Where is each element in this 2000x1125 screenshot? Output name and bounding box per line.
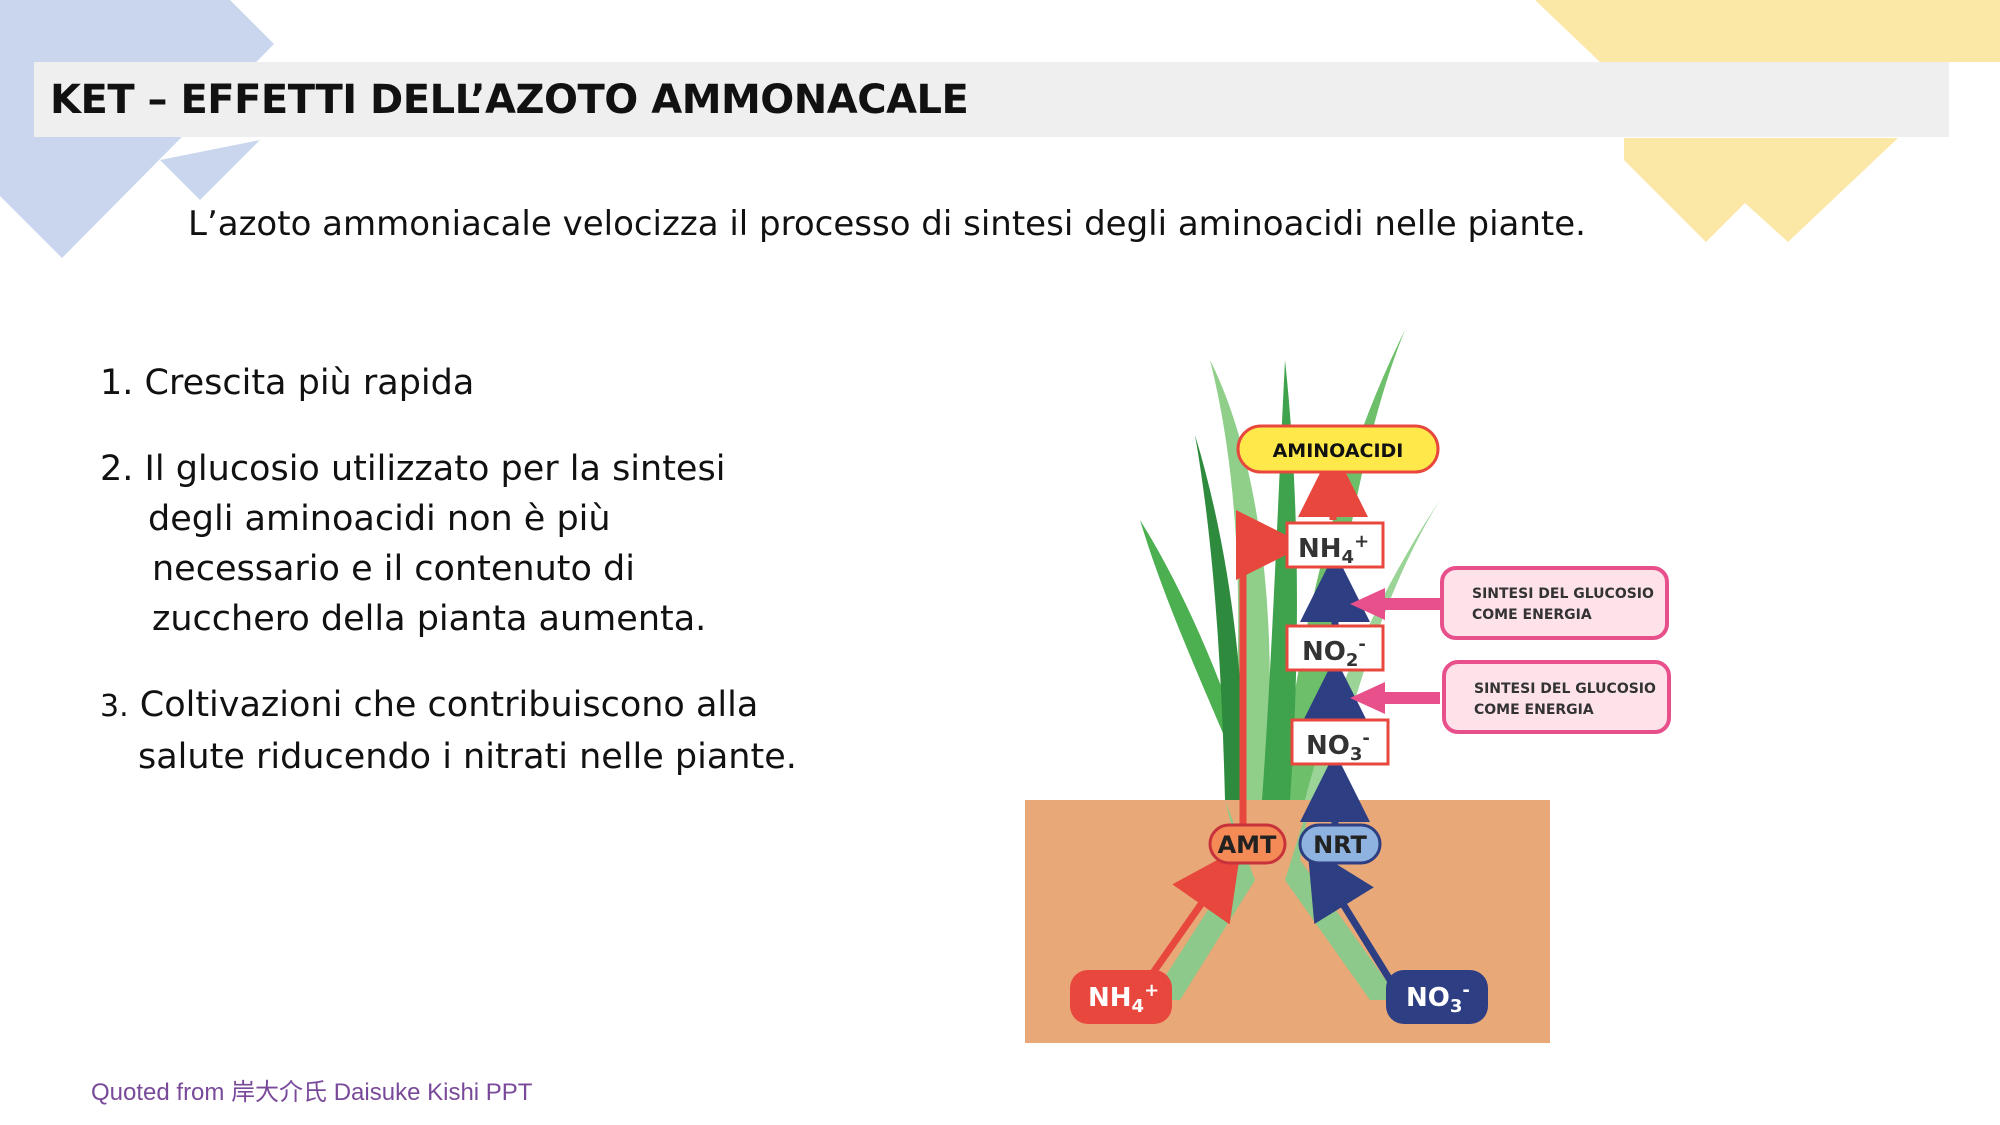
- soil-no3-label-sub: 3: [1450, 996, 1463, 1017]
- no3-uptake-arrow: [1307, 846, 1393, 982]
- nrt-transporter: [1298, 823, 1382, 865]
- no3-label-sup: -: [1362, 728, 1369, 749]
- glucose-box-2-line-2: COME ENERGIA: [1474, 702, 1594, 718]
- soil-nh4-label: NH4+: [1088, 980, 1159, 1017]
- no2-label-sub: 2: [1346, 650, 1359, 671]
- no2-label-sup: -: [1358, 634, 1365, 655]
- glucose-box-1-line-1: SINTESI DEL GLUCOSIO: [1472, 586, 1654, 602]
- yellow-corner-shape: [1535, 0, 2000, 62]
- list-item-3: 3. Coltivazioni che contribuiscono alla …: [100, 680, 920, 782]
- aminoacidi-label: AMINOACIDI: [1273, 440, 1404, 462]
- soil-nh4-label-text: NH: [1088, 983, 1132, 1013]
- slide-subtitle: L’azoto ammoniacale velocizza il process…: [188, 204, 1586, 244]
- no2-box: [1285, 624, 1385, 672]
- amt-label: AMT: [1218, 831, 1277, 859]
- list-item-2: 2. Il glucosio utilizzato per la sintesi…: [100, 444, 920, 644]
- list-item-3-text: Coltivazioni che contribuiscono alla: [128, 685, 759, 725]
- nh4-label-sup: +: [1354, 531, 1369, 552]
- nrt-label: NRT: [1313, 831, 1367, 859]
- list-item-2-line-1: 2. Il glucosio utilizzato per la sintesi: [100, 449, 726, 489]
- soil-nh4-label-sup: +: [1144, 980, 1159, 1001]
- soil-no3-badge: [1386, 970, 1488, 1024]
- list-item-2-line-3: necessario e il contenuto di: [152, 549, 635, 589]
- soil-no3-label-text: NO: [1406, 983, 1450, 1013]
- title-bar: KET – EFFETTI DELL’AZOTO AMMONACALE: [34, 62, 1949, 137]
- no3-box: [1290, 718, 1390, 766]
- soil-no3-label-sup: -: [1462, 980, 1469, 1001]
- source-credit: Quoted from 岸大介氏 Daisuke Kishi PPT: [91, 1079, 533, 1106]
- glucose-box-1-line-2: COME ENERGIA: [1472, 607, 1592, 623]
- nh4-label-sub: 4: [1342, 547, 1355, 568]
- list-item-2-line-2: degli aminoacidi non è più: [148, 499, 611, 539]
- nh4-uptake-arrow: [1145, 847, 1242, 983]
- effects-list: 1. Crescita più rapida 2. Il glucosio ut…: [100, 358, 920, 818]
- list-item-1: 1. Crescita più rapida: [100, 358, 920, 408]
- soil-nh4-badge: [1070, 970, 1172, 1024]
- slide-title: KET – EFFETTI DELL’AZOTO AMMONACALE: [50, 76, 969, 123]
- glucose-box-2-line-1: SINTESI DEL GLUCOSIO: [1474, 681, 1656, 697]
- aminoacidi-box: [1236, 424, 1440, 474]
- list-item-3-line-1: 3. Coltivazioni che contribuiscono alla: [100, 680, 920, 732]
- list-item-3-number: 3.: [100, 689, 129, 724]
- nh4-label-text: NH: [1298, 534, 1342, 564]
- no3-label-sub: 3: [1350, 744, 1363, 765]
- soil-no3-label: NO3-: [1406, 980, 1470, 1017]
- no3-label-text: NO: [1306, 731, 1350, 761]
- leaf-6: [1195, 435, 1245, 800]
- soil-nh4-label-sub: 4: [1132, 996, 1145, 1017]
- no3-label: NO3-: [1306, 728, 1370, 765]
- glucose-box-2: [1442, 660, 1671, 734]
- list-item-2-line-4: zucchero della pianta aumenta.: [152, 599, 707, 639]
- yellow-chevron-shape: [1624, 138, 1898, 242]
- list-item-1-line-1: 1. Crescita più rapida: [100, 363, 475, 403]
- glucose-arrow-1: [1350, 588, 1440, 620]
- amt-transporter: [1208, 823, 1287, 865]
- glucose-box-1: [1440, 566, 1669, 640]
- no2-label: NO2-: [1302, 634, 1366, 671]
- amt-to-nh4-arrow: [1236, 510, 1306, 825]
- nitrogen-uptake-diagram: AMINOACIDI NH4+ NO2- NO3- SINTESI DEL GL…: [1025, 330, 1671, 1043]
- nh4-box: [1285, 521, 1385, 569]
- blue-chevron-shape: [160, 140, 260, 200]
- no2-label-text: NO: [1302, 637, 1346, 667]
- glucose-arrow-2: [1350, 682, 1440, 714]
- list-item-3-line-2: salute riducendo i nitrati nelle piante.: [138, 737, 797, 777]
- nh4-label: NH4+: [1298, 531, 1369, 568]
